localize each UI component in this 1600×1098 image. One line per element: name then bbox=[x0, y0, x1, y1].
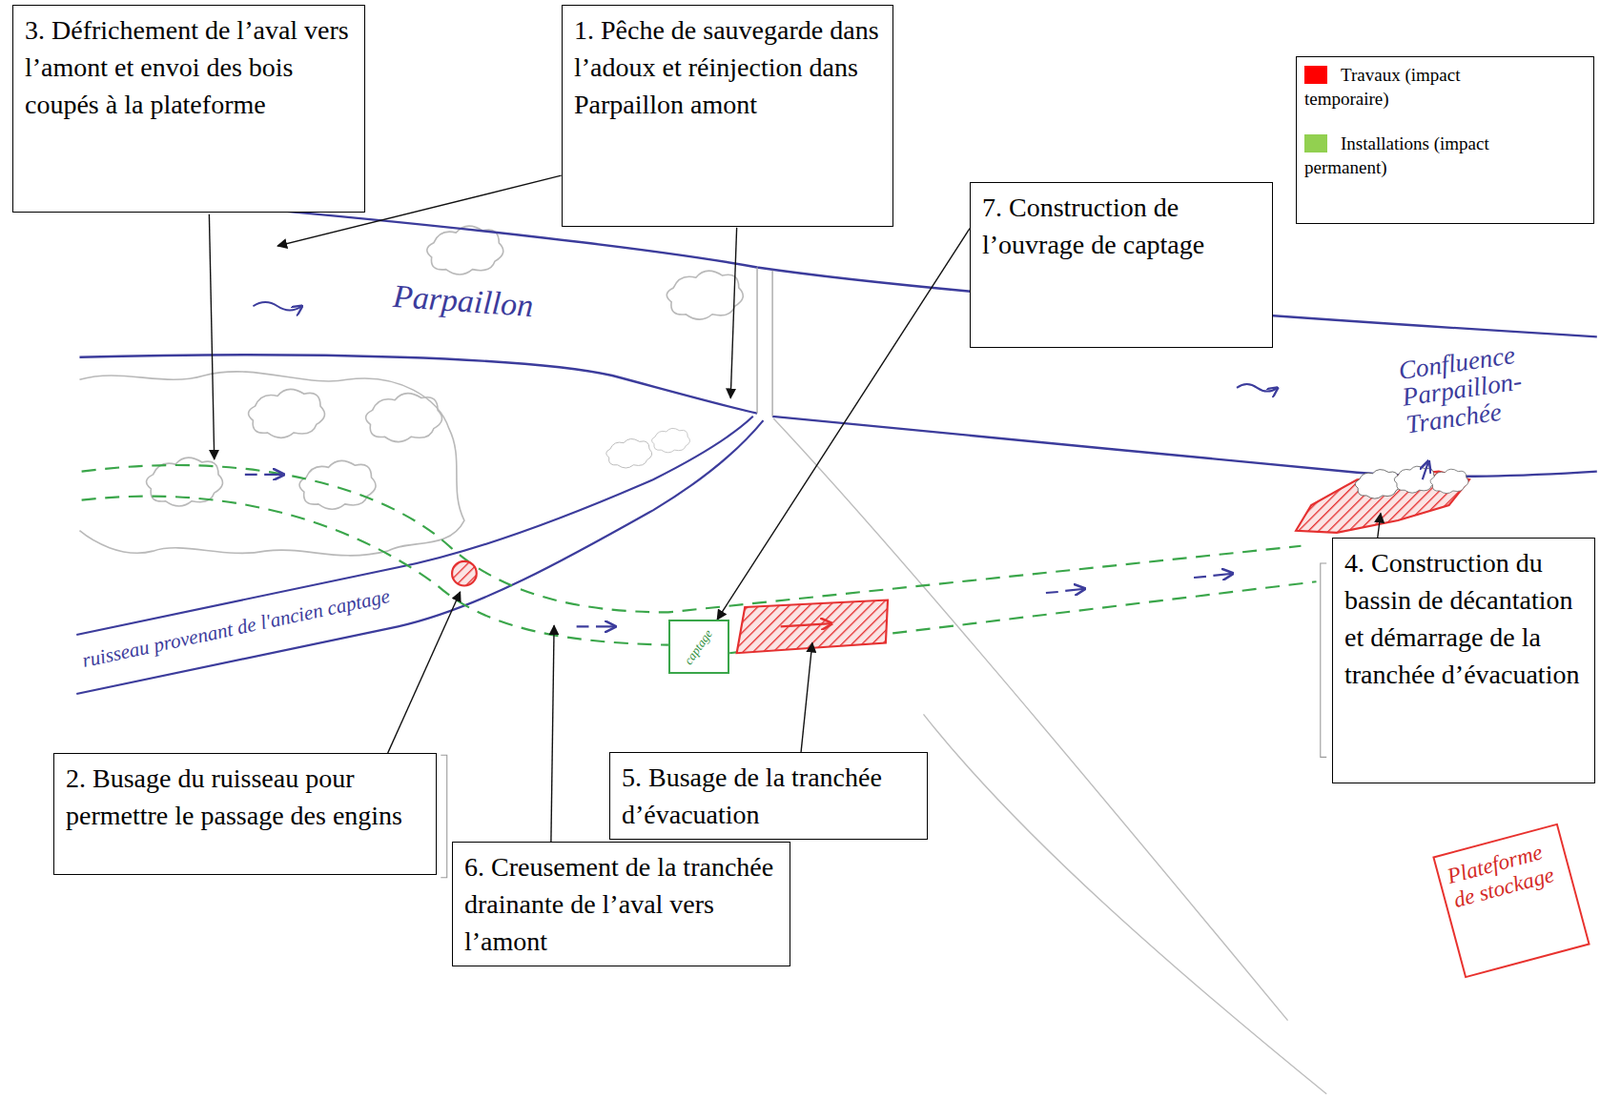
trench-flow bbox=[245, 474, 1233, 628]
callout-box: 5. Busage de la tranchée d’évacuation bbox=[609, 752, 928, 841]
callout-box: 2. Busage du ruisseau pour permettre le … bbox=[53, 753, 437, 876]
legend-swatch bbox=[1304, 65, 1328, 84]
bridge bbox=[757, 267, 773, 417]
tree bbox=[366, 393, 443, 443]
tree bbox=[299, 460, 376, 510]
intake-structure: captage bbox=[668, 619, 730, 675]
rock bbox=[1430, 469, 1469, 493]
scan-brackets bbox=[440, 563, 1327, 879]
callout-box: 3. Défrichement de l’aval vers l’amont e… bbox=[12, 4, 366, 213]
flow-arrow bbox=[1193, 574, 1233, 578]
flow-arrow bbox=[576, 625, 616, 628]
creek-bank bbox=[76, 416, 754, 636]
flow-arrow bbox=[1236, 384, 1278, 391]
bridge-line bbox=[771, 270, 773, 417]
leader-line bbox=[730, 227, 737, 399]
river-bank bbox=[239, 206, 1597, 337]
node-text: 1. Pêche de sauvegarde dans l’adoux et r… bbox=[574, 11, 882, 124]
rock bbox=[652, 428, 691, 452]
legend-item: Travaux (impact temporaire) bbox=[1304, 62, 1496, 111]
tree bbox=[427, 225, 504, 275]
callout-box: 6. Creusement de la tranchée drainante d… bbox=[451, 841, 791, 967]
node-text: 6. Creusement de la tranchée drainante d… bbox=[464, 848, 779, 961]
legend-item: Installations (impact permanent) bbox=[1304, 131, 1496, 180]
leader-line bbox=[800, 642, 813, 753]
flow-arrow bbox=[245, 473, 285, 476]
track-line bbox=[923, 714, 1327, 1094]
flow-arrow bbox=[780, 623, 833, 627]
trench-edge bbox=[82, 465, 1302, 613]
leader-line bbox=[388, 592, 461, 754]
node-text: 5. Busage de la tranchée d’évacuation bbox=[621, 758, 916, 834]
outflow-arrow bbox=[1422, 461, 1429, 480]
callout-box: 1. Pêche de sauvegarde dans l’adoux et r… bbox=[561, 4, 894, 227]
legend-text: Installations (impact permanent) bbox=[1304, 133, 1490, 178]
forest-outline bbox=[79, 371, 464, 556]
rock bbox=[606, 438, 653, 469]
tree bbox=[248, 389, 326, 438]
node-text: 2. Busage du ruisseau pour permettre le … bbox=[65, 759, 425, 835]
creek-label: ruisseau provenant de l'ancien captage bbox=[80, 584, 392, 674]
bridge-line bbox=[756, 267, 758, 414]
tree bbox=[666, 270, 743, 320]
bracket bbox=[440, 755, 447, 878]
leader-line bbox=[1377, 513, 1381, 539]
flow-arrow bbox=[252, 302, 302, 311]
vegetation bbox=[79, 225, 743, 556]
legend-text: Travaux (impact temporaire) bbox=[1304, 64, 1460, 109]
creek-culvert-zone bbox=[451, 561, 477, 587]
callout-box: 7. Construction de l’ouvrage de captage bbox=[969, 182, 1273, 349]
confluence-label: Confluence Parpaillon-Tranchée bbox=[1396, 333, 1583, 439]
leader-arrow bbox=[717, 228, 970, 620]
bracket bbox=[1320, 563, 1327, 758]
leader-lines bbox=[208, 175, 1381, 842]
works-zones bbox=[451, 471, 1470, 655]
creek bbox=[76, 416, 763, 695]
storage-platform: Plateforme de stockage bbox=[1432, 823, 1591, 980]
river bbox=[79, 206, 1597, 476]
basin-rocks bbox=[1354, 466, 1469, 499]
node-text: Plateforme de stockage bbox=[1444, 837, 1565, 914]
legend-swatch bbox=[1304, 134, 1328, 153]
rock bbox=[1354, 470, 1401, 500]
legend-box: Travaux (impact temporaire) Installations… bbox=[1295, 56, 1595, 225]
flow-arrow bbox=[1046, 589, 1086, 594]
leader-line bbox=[551, 625, 554, 842]
node-text: 3. Défrichement de l’aval vers l’amont e… bbox=[24, 11, 353, 124]
callout-box: 4. Construction du bassin de décantation… bbox=[1332, 537, 1596, 784]
node-text: captage bbox=[681, 627, 716, 668]
river-name: Parpaillon bbox=[391, 277, 535, 327]
river-bank bbox=[79, 354, 758, 413]
rock bbox=[1394, 466, 1436, 493]
creek-bank bbox=[76, 420, 763, 695]
leader-line bbox=[208, 214, 214, 460]
node-text: 4. Construction du bassin de décantation… bbox=[1344, 544, 1583, 694]
node-text: 7. Construction de l’ouvrage de captage bbox=[982, 188, 1261, 264]
track-line bbox=[773, 418, 1288, 1022]
